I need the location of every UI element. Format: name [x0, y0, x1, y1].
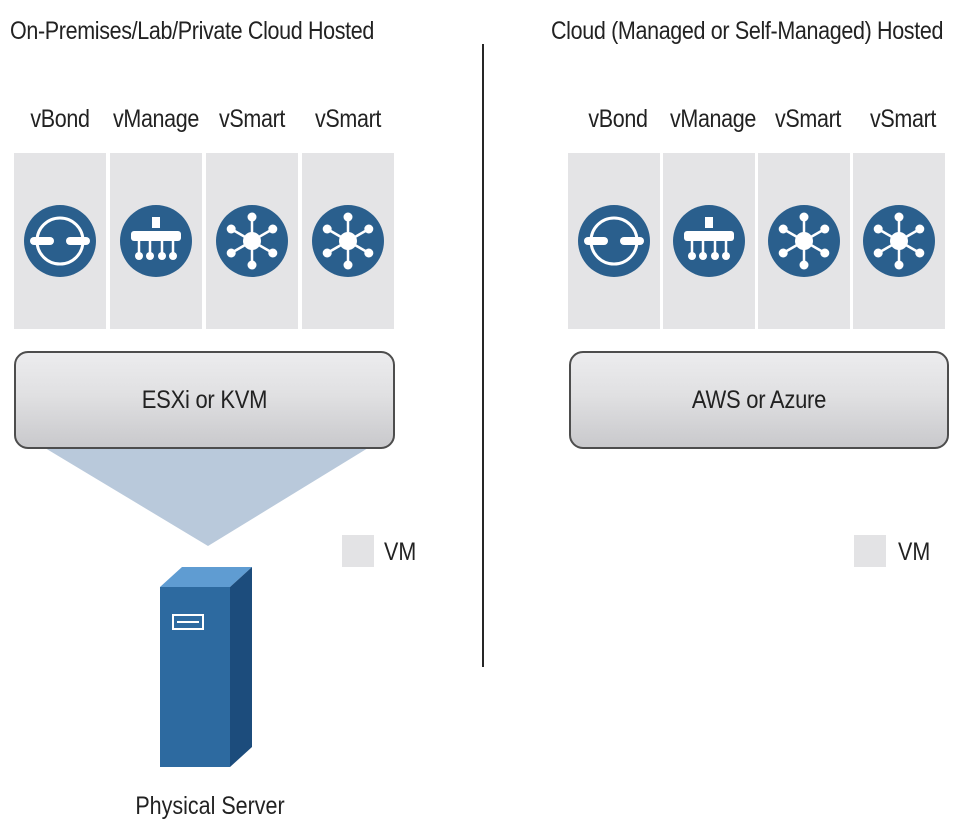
vbond-icon — [24, 205, 96, 277]
vsmart-icon — [312, 205, 384, 277]
on-premises-title: On-Premises/Lab/Private Cloud Hosted — [10, 17, 375, 45]
label-vbond: vBond — [30, 105, 90, 133]
vm-tile-vbond — [14, 153, 106, 329]
vm-legend-swatch — [854, 535, 886, 567]
vm-tile-vsmart — [758, 153, 850, 329]
label-vsmart: vSmart — [869, 105, 937, 133]
vm-legend-label: VM — [384, 538, 417, 566]
vm-tile-vsmart — [206, 153, 298, 329]
panel-divider — [482, 44, 484, 667]
label-vsmart: vSmart — [314, 105, 382, 133]
vm-tile-vsmart — [853, 153, 945, 329]
hypervisor-label: AWS or Azure — [691, 385, 827, 414]
label-vsmart: vSmart — [774, 105, 842, 133]
vbond-icon — [578, 205, 650, 277]
vsmart-icon — [768, 205, 840, 277]
vm-tile-vbond — [568, 153, 660, 329]
vm-tile-vmanage — [663, 153, 755, 329]
cloud-title: Cloud (Managed or Self-Managed) Hosted — [551, 17, 944, 45]
physical-server-icon — [160, 567, 252, 767]
vm-tile-vsmart — [302, 153, 394, 329]
vmanage-icon — [673, 205, 745, 277]
vm-tile-vmanage — [110, 153, 202, 329]
hypervisor-label: ESXi or KVM — [141, 385, 268, 414]
vm-legend-label: VM — [898, 538, 931, 566]
label-vbond: vBond — [588, 105, 648, 133]
label-vsmart: vSmart — [218, 105, 286, 133]
label-vmanage: vManage — [112, 105, 200, 133]
label-vmanage: vManage — [669, 105, 757, 133]
vmanage-icon — [120, 205, 192, 277]
physical-server-label: Physical Server — [135, 792, 285, 820]
hypervisor-esxi-kvm: ESXi or KVM — [14, 351, 395, 449]
vsmart-icon — [216, 205, 288, 277]
vsmart-icon — [863, 205, 935, 277]
hypervisor-aws-azure: AWS or Azure — [569, 351, 949, 449]
vm-legend-swatch — [342, 535, 374, 567]
